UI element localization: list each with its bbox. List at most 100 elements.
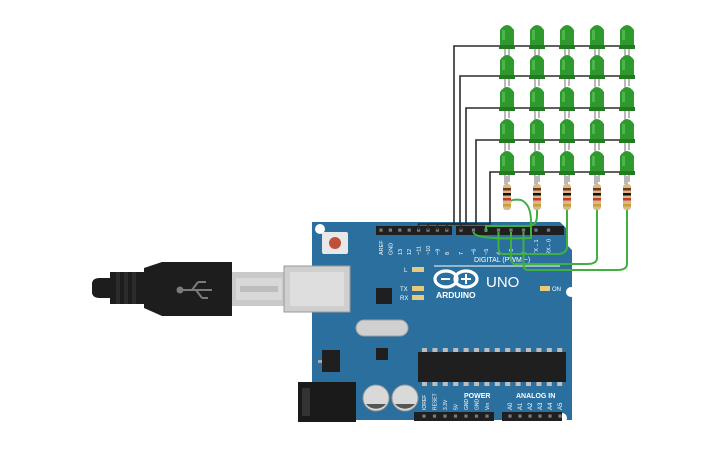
power-pin[interactable] [453, 414, 458, 418]
led[interactable] [619, 87, 635, 120]
digital-pin-label: GND [388, 243, 394, 255]
digital-pin[interactable] [471, 228, 476, 232]
led[interactable] [529, 25, 545, 58]
digital-pin-label: ~11 [417, 246, 423, 255]
atmega-chip [418, 348, 566, 386]
crystal-oscillator [355, 319, 409, 337]
resistor[interactable] [503, 176, 511, 210]
column-wire [510, 208, 598, 265]
model-label: UNO [486, 274, 519, 291]
led[interactable] [559, 119, 575, 152]
led[interactable] [619, 151, 635, 184]
status-leds: L TX RX ON [400, 267, 561, 302]
power-pin-label: GND [475, 399, 481, 411]
dc-power-jack [298, 382, 356, 422]
smd-chip-small [376, 348, 388, 360]
digital-pin-label: ~10 [426, 246, 432, 255]
led[interactable] [499, 87, 515, 120]
led-matrix [499, 25, 635, 184]
analog-pin-label: A3 [538, 402, 544, 410]
digital-pin[interactable] [496, 228, 501, 232]
digital-pin[interactable] [388, 228, 392, 232]
power-pin[interactable] [464, 414, 468, 418]
led[interactable] [529, 87, 545, 120]
digital-pin[interactable] [445, 228, 449, 232]
wires [417, 45, 630, 271]
digital-pin[interactable] [407, 228, 411, 232]
led[interactable] [559, 87, 575, 120]
digital-pin-label: AREF [379, 240, 385, 255]
analog-pin[interactable] [548, 414, 552, 418]
digital-pin-label: 7 [459, 252, 465, 255]
digital-pin[interactable] [417, 228, 421, 232]
digital-pin[interactable] [546, 228, 551, 232]
digital-pin-label: TX→1 [534, 239, 540, 255]
led[interactable] [499, 119, 515, 152]
led[interactable] [559, 151, 575, 184]
led[interactable] [589, 55, 605, 88]
digital-pin[interactable] [509, 228, 513, 232]
reset-button[interactable] [322, 232, 348, 254]
power-pin-label: Vin [485, 403, 491, 410]
resistor[interactable] [533, 176, 541, 210]
resistor[interactable] [563, 176, 571, 210]
power-pin[interactable] [443, 414, 447, 418]
column-wire [522, 208, 628, 271]
analog-pin[interactable] [518, 414, 522, 418]
digital-pin[interactable] [534, 228, 538, 232]
digital-pin[interactable] [426, 228, 430, 232]
resistor-row [503, 176, 631, 210]
analog-pin[interactable] [508, 414, 512, 418]
resistor[interactable] [593, 176, 601, 210]
power-pin-label: RESET [433, 393, 439, 410]
power-pin[interactable] [422, 414, 426, 418]
led-label-rx: RX [400, 296, 408, 302]
led[interactable] [559, 55, 575, 88]
digital-pin[interactable] [459, 228, 463, 232]
led[interactable] [529, 151, 545, 184]
digital-pin-label: ~6 [472, 249, 478, 255]
led[interactable] [559, 25, 575, 58]
power-pin-label: GND [464, 399, 470, 411]
analog-pin[interactable] [528, 414, 532, 418]
led[interactable] [529, 119, 545, 152]
led[interactable] [589, 87, 605, 120]
led[interactable] [619, 55, 635, 88]
power-pin[interactable] [432, 414, 437, 418]
arduino-logo: ARDUINO UNO [433, 269, 519, 300]
led[interactable] [499, 151, 515, 184]
analog-pin[interactable] [558, 414, 562, 418]
on-label: ON [552, 287, 561, 293]
power-pin[interactable] [474, 414, 479, 418]
analog-pin-label: A0 [508, 402, 514, 410]
led[interactable] [499, 25, 515, 58]
usb-icon [176, 281, 212, 299]
digital-pin-label: ~5 [484, 249, 490, 255]
digital-pin[interactable] [521, 228, 526, 232]
row-wire [460, 171, 630, 230]
power-pin-label: 5V [454, 403, 460, 410]
analog-label: ANALOG IN [516, 393, 555, 400]
led[interactable] [589, 151, 605, 184]
led-label-tx: TX [400, 287, 408, 293]
led[interactable] [589, 25, 605, 58]
digital-pin[interactable] [379, 228, 383, 232]
digital-pin[interactable] [398, 228, 402, 232]
analog-pin-label: A4 [548, 402, 554, 410]
led[interactable] [619, 119, 635, 152]
led[interactable] [499, 55, 515, 88]
led-label-l: L [404, 268, 408, 274]
led[interactable] [589, 119, 605, 152]
analog-pin[interactable] [538, 414, 542, 418]
digital-pin-label: RX←0 [547, 239, 553, 255]
digital-pin[interactable] [435, 228, 439, 232]
resistor[interactable] [623, 176, 631, 210]
power-pin[interactable] [485, 414, 489, 418]
led[interactable] [619, 25, 635, 58]
digital-pin-label: 8 [445, 252, 451, 255]
led[interactable] [529, 55, 545, 88]
brand-label: ARDUINO [436, 290, 476, 300]
